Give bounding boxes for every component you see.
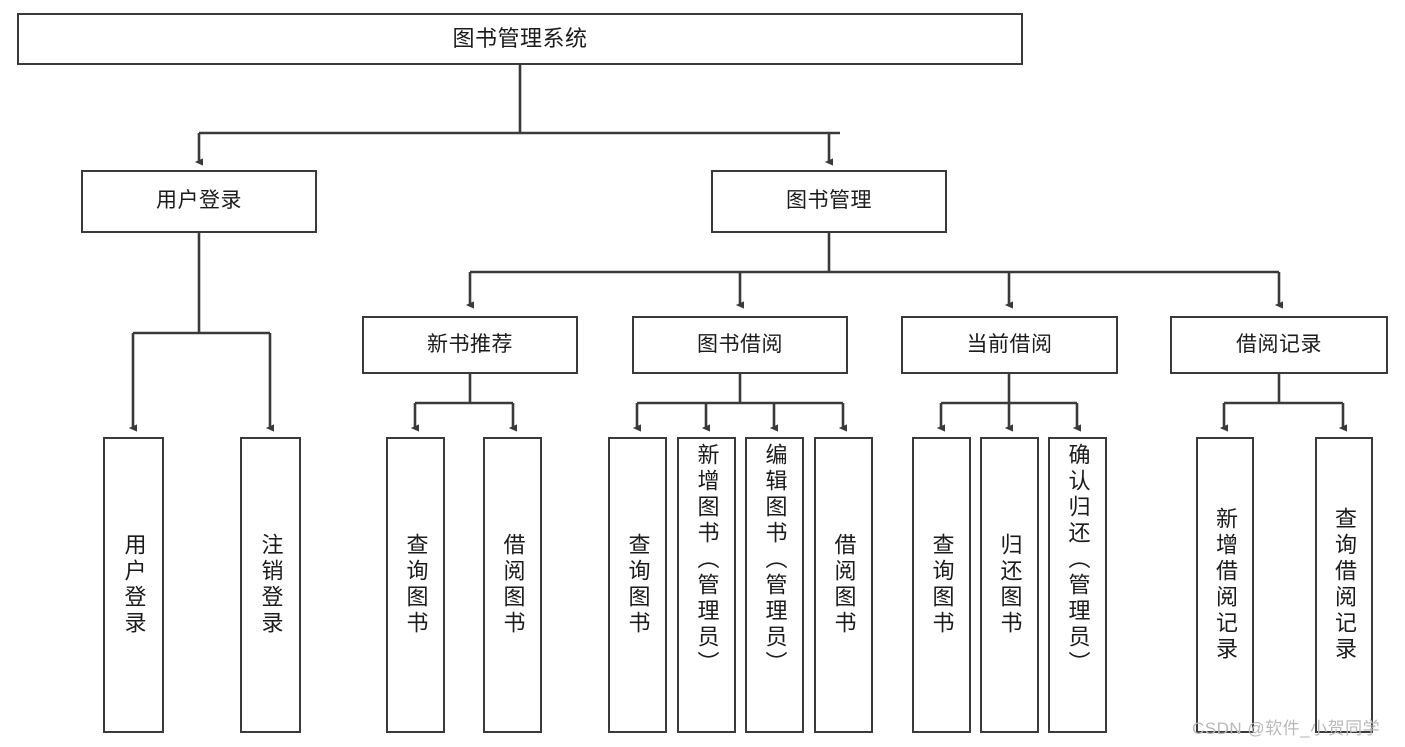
leaf-borrow-book-recommend[interactable]: 借阅图书	[483, 437, 542, 733]
node-label: 当前借阅	[966, 332, 1053, 356]
node-label: 查询借阅记录	[1332, 507, 1357, 663]
node-label: 图书管理系统	[452, 26, 588, 52]
leaf-logout[interactable]: 注销登录	[240, 437, 301, 733]
node-label: 图书管理	[786, 189, 872, 213]
leaf-query-book-recommend[interactable]: 查询图书	[386, 437, 445, 733]
node-new-book-recommend[interactable]: 新书推荐	[362, 316, 578, 374]
node-label: 新增图书（管理员）	[694, 443, 720, 677]
leaf-add-book-admin[interactable]: 新增图书（管理员）	[677, 437, 736, 733]
node-label: 确认归还（管理员）	[1065, 443, 1091, 677]
leaf-return-book[interactable]: 归还图书	[980, 437, 1039, 733]
csdn-watermark: CSDN @软件_小贺同学	[1192, 719, 1381, 738]
node-user-login[interactable]: 用户登录	[81, 170, 317, 233]
node-label: 注销登录	[258, 533, 284, 637]
node-borrow-record[interactable]: 借阅记录	[1170, 316, 1388, 374]
leaf-query-book-current[interactable]: 查询图书	[912, 437, 971, 733]
leaf-query-book-borrow[interactable]: 查询图书	[608, 437, 667, 733]
leaf-add-borrow-record[interactable]: 新增借阅记录	[1196, 437, 1254, 733]
node-book-management[interactable]: 图书管理	[711, 170, 947, 233]
node-label: 图书借阅	[697, 332, 783, 356]
node-label: 用户登录	[156, 189, 242, 213]
node-current-borrow[interactable]: 当前借阅	[901, 316, 1118, 374]
node-root-book-management-system[interactable]: 图书管理系统	[17, 13, 1023, 65]
node-label: 借阅图书	[831, 533, 857, 637]
node-label: 查询图书	[403, 533, 429, 637]
node-label: 查询图书	[929, 533, 955, 637]
leaf-user-login[interactable]: 用户登录	[103, 437, 164, 733]
leaf-confirm-return-admin[interactable]: 确认归还（管理员）	[1048, 437, 1107, 733]
leaf-query-borrow-record[interactable]: 查询借阅记录	[1315, 437, 1373, 733]
node-label: 编辑图书（管理员）	[762, 443, 788, 677]
node-book-borrow[interactable]: 图书借阅	[632, 316, 848, 374]
node-label: 新书推荐	[427, 332, 513, 356]
leaf-borrow-book-borrow[interactable]: 借阅图书	[814, 437, 873, 733]
node-label: 借阅图书	[500, 533, 526, 637]
node-label: 用户登录	[121, 533, 147, 637]
node-label: 归还图书	[997, 533, 1023, 637]
node-label: 新增借阅记录	[1213, 507, 1238, 663]
leaf-edit-book-admin[interactable]: 编辑图书（管理员）	[745, 437, 804, 733]
node-label: 查询图书	[625, 533, 651, 637]
node-label: 借阅记录	[1236, 332, 1322, 356]
